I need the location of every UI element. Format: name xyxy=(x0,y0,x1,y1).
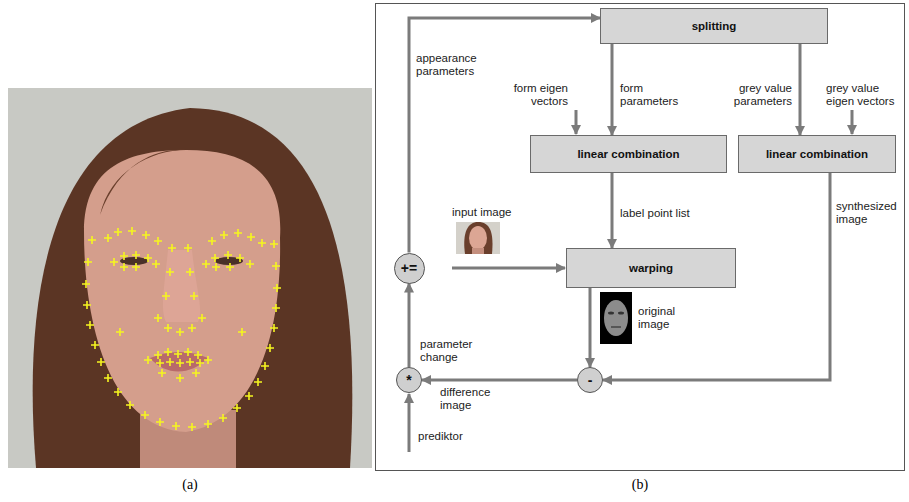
flow-arrow xyxy=(611,173,614,248)
process-box: splitting xyxy=(600,8,828,44)
panel-frame xyxy=(376,4,905,471)
input-arrow xyxy=(575,110,578,134)
face-photo xyxy=(8,88,372,468)
subfigure-label: (b) xyxy=(610,478,670,491)
flow-arrow xyxy=(589,288,592,367)
annotation-label: grey value eigen vectors xyxy=(826,82,900,108)
input-arrow xyxy=(452,267,565,270)
annotation-label: difference image xyxy=(440,386,510,412)
input-arrow xyxy=(408,394,411,452)
process-box: warping xyxy=(566,248,736,288)
node-text: linear combination xyxy=(577,148,679,160)
flow-arrow xyxy=(408,284,411,368)
node-text: * xyxy=(406,373,411,387)
node-text: - xyxy=(588,373,593,387)
node-text: warping xyxy=(629,262,673,274)
input-arrow xyxy=(851,110,854,134)
process-box: linear combination xyxy=(738,135,896,173)
node-text: += xyxy=(401,261,417,275)
input-image-thumbnail xyxy=(456,222,500,254)
flow-arrow xyxy=(611,44,614,135)
subfigure-label: (a) xyxy=(160,478,220,491)
annotation-label: synthesized image xyxy=(836,200,902,226)
node-text: linear combination xyxy=(766,148,868,160)
operator-circle: * xyxy=(396,367,422,393)
operator-circle: - xyxy=(577,367,603,393)
annotation-label: input image xyxy=(452,206,512,219)
operator-circle: += xyxy=(394,253,425,284)
annotation-label: original image xyxy=(638,305,698,331)
node-text: splitting xyxy=(692,20,737,32)
annotation-label: label point list xyxy=(620,207,720,220)
annotation-label: form parameters xyxy=(620,82,690,108)
original-image-thumbnail xyxy=(600,292,632,344)
annotation-label: prediktor xyxy=(418,430,488,443)
flow-arrow xyxy=(422,379,577,382)
flow-arrow xyxy=(799,44,802,135)
annotation-label: form eigen vectors xyxy=(496,82,568,108)
annotation-label: parameter change xyxy=(420,338,490,364)
annotation-label: grey value parameters xyxy=(712,82,792,108)
annotation-label: appearance parameters xyxy=(416,52,496,78)
landmark-points xyxy=(82,227,281,431)
process-box: linear combination xyxy=(530,135,727,173)
